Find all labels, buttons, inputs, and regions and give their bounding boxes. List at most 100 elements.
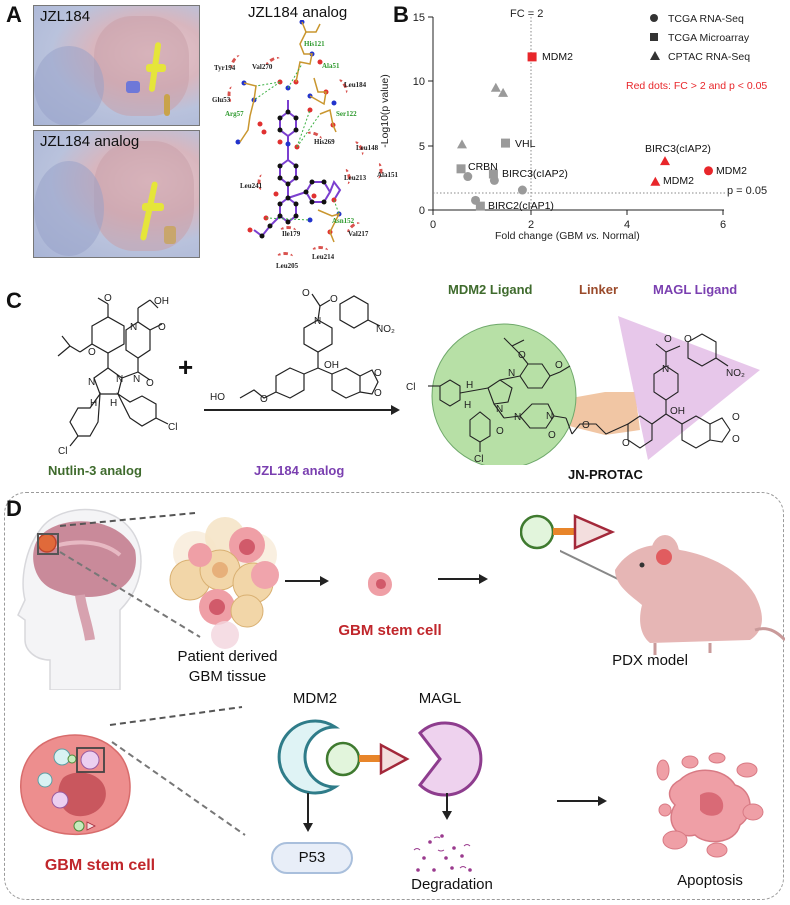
residue-leu205: Leu205	[276, 262, 299, 270]
svg-text:10: 10	[413, 76, 425, 88]
legend: TCGA RNA-Seq TCGA Microarray CPTAC RNA-S…	[650, 10, 750, 67]
data-point	[660, 156, 670, 166]
legend-item-tcga-microarray: TCGA Microarray	[650, 29, 750, 48]
svg-text:O: O	[330, 294, 338, 305]
gbm-stem-cell-nucleus	[376, 579, 386, 589]
svg-text:O: O	[518, 350, 526, 361]
svg-text:HO: HO	[210, 392, 225, 402]
svg-text:O: O	[622, 438, 630, 449]
residue-arg57: Arg57	[225, 110, 244, 118]
protac-glyph-top	[520, 514, 616, 550]
label-birc3-red: BIRC3(cIAP2)	[645, 143, 711, 155]
svg-text:Cl: Cl	[58, 446, 67, 457]
svg-text:N: N	[116, 374, 123, 385]
mdm2-ligand-circle	[431, 323, 577, 465]
apoptosis-label: Apoptosis	[677, 872, 743, 889]
panel-letter-a: A	[6, 2, 22, 27]
label-mdm2-triangle: MDM2	[663, 175, 694, 187]
residue-leu213: Leu213	[344, 174, 367, 182]
protac-ternary-complex	[277, 719, 483, 797]
residue-his121: His121	[304, 40, 325, 48]
interaction-title: JZL184 analog	[248, 4, 348, 21]
data-point	[650, 176, 661, 186]
svg-text:O: O	[158, 322, 166, 333]
x-axis-label: Fold change (GBM vs. Normal)	[495, 230, 640, 242]
svg-text:NO₂: NO₂	[726, 368, 745, 379]
svg-text:O: O	[496, 426, 504, 437]
red-dots-note: Red dots: FC > 2 and p < 0.05	[626, 80, 768, 92]
residue-ala51: Ala51	[322, 62, 340, 70]
svg-text:6: 6	[720, 219, 726, 231]
label-birc3-grey: BIRC3(cIAP2)	[502, 168, 568, 180]
data-point	[457, 139, 467, 149]
svg-text:H: H	[464, 400, 471, 411]
reactant2-label: JZL184 analog	[254, 463, 345, 478]
mdm2-binder-circle	[325, 741, 361, 777]
residue-leu241: Leu241	[240, 182, 263, 190]
svg-text:N: N	[508, 368, 515, 379]
svg-text:OH: OH	[670, 406, 685, 417]
panel-letter-d: D	[6, 496, 22, 521]
svg-text:2: 2	[528, 219, 534, 231]
residue-leu148: Leu148	[356, 144, 379, 152]
product-label: JN-PROTAC	[568, 467, 643, 482]
residue-leu184: Leu184	[344, 81, 367, 89]
svg-text:O: O	[582, 420, 590, 431]
gbm-tissue-cluster	[169, 517, 279, 649]
svg-text:N: N	[514, 412, 521, 423]
plus-sign: +	[178, 352, 194, 382]
svg-text:O: O	[555, 360, 563, 371]
arrow-to-apoptosis	[557, 796, 607, 806]
human-head-brain-illustration	[17, 508, 142, 690]
ligand-interaction-diagram	[235, 20, 342, 243]
svg-text:O: O	[104, 293, 112, 304]
svg-text:O: O	[664, 334, 672, 345]
data-point	[704, 166, 713, 176]
svg-text:Cl: Cl	[406, 382, 415, 393]
svg-text:O: O	[732, 412, 740, 423]
residue-val217: Val217	[348, 230, 369, 238]
p53-badge: P53	[271, 842, 353, 874]
label-birc2: BIRC2(cIAP1)	[488, 200, 554, 212]
gbm-stem-cell-large	[20, 734, 131, 836]
svg-text:O: O	[548, 430, 556, 441]
residue-ser122: Ser122	[336, 110, 357, 118]
arrow-stemcell-to-pdx	[438, 574, 488, 584]
residue-ala151: Ala151	[377, 171, 398, 179]
data-point	[501, 138, 510, 148]
data-point	[498, 87, 509, 97]
magl-ligand-triangle	[618, 316, 760, 460]
arrow-tissue-to-stemcell	[285, 576, 329, 586]
pdx-mouse-illustration	[560, 535, 785, 655]
surface-jzl184-analog: JZL184 analog	[33, 130, 200, 258]
panel-letter-b: B	[393, 2, 409, 27]
data-point	[527, 52, 537, 62]
residue-his269: His269	[314, 138, 335, 146]
svg-text:O: O	[146, 378, 154, 389]
svg-text:5: 5	[419, 141, 425, 153]
tissue-label-line-2: GBM tissue	[188, 668, 267, 685]
jn-protac-structure: N N H H O O O N N O O O Cl Cl N OH O O N…	[406, 316, 760, 465]
mdm2-ligand-label: MDM2 Ligand	[448, 282, 533, 297]
apoptotic-cell	[656, 752, 764, 858]
svg-text:N: N	[546, 411, 553, 422]
reaction-arrow	[204, 405, 400, 415]
stem-cell-label: GBM stem cell	[338, 622, 442, 639]
surface-label-jzl184-analog: JZL184 analog	[40, 133, 140, 150]
svg-text:H: H	[90, 398, 97, 409]
legend-item-cptac-rnaseq: CPTAC RNA-Seq	[650, 48, 750, 67]
zoom-lines-top	[59, 512, 246, 836]
magl-label: MAGL	[418, 690, 462, 707]
svg-text:0: 0	[419, 205, 425, 217]
pdx-model-label: PDX model	[612, 652, 688, 669]
mdm2-label: MDM2	[292, 690, 338, 707]
reactant1-label: Nutlin-3 analog	[48, 463, 142, 478]
svg-text:N: N	[130, 322, 137, 333]
panel-d-frame	[4, 492, 784, 900]
svg-text:O: O	[684, 334, 692, 345]
svg-text:O: O	[260, 394, 268, 402]
data-point	[463, 172, 473, 182]
svg-text:N: N	[133, 374, 140, 385]
legend-item-tcga-rnaseq: TCGA RNA-Seq	[650, 10, 750, 29]
